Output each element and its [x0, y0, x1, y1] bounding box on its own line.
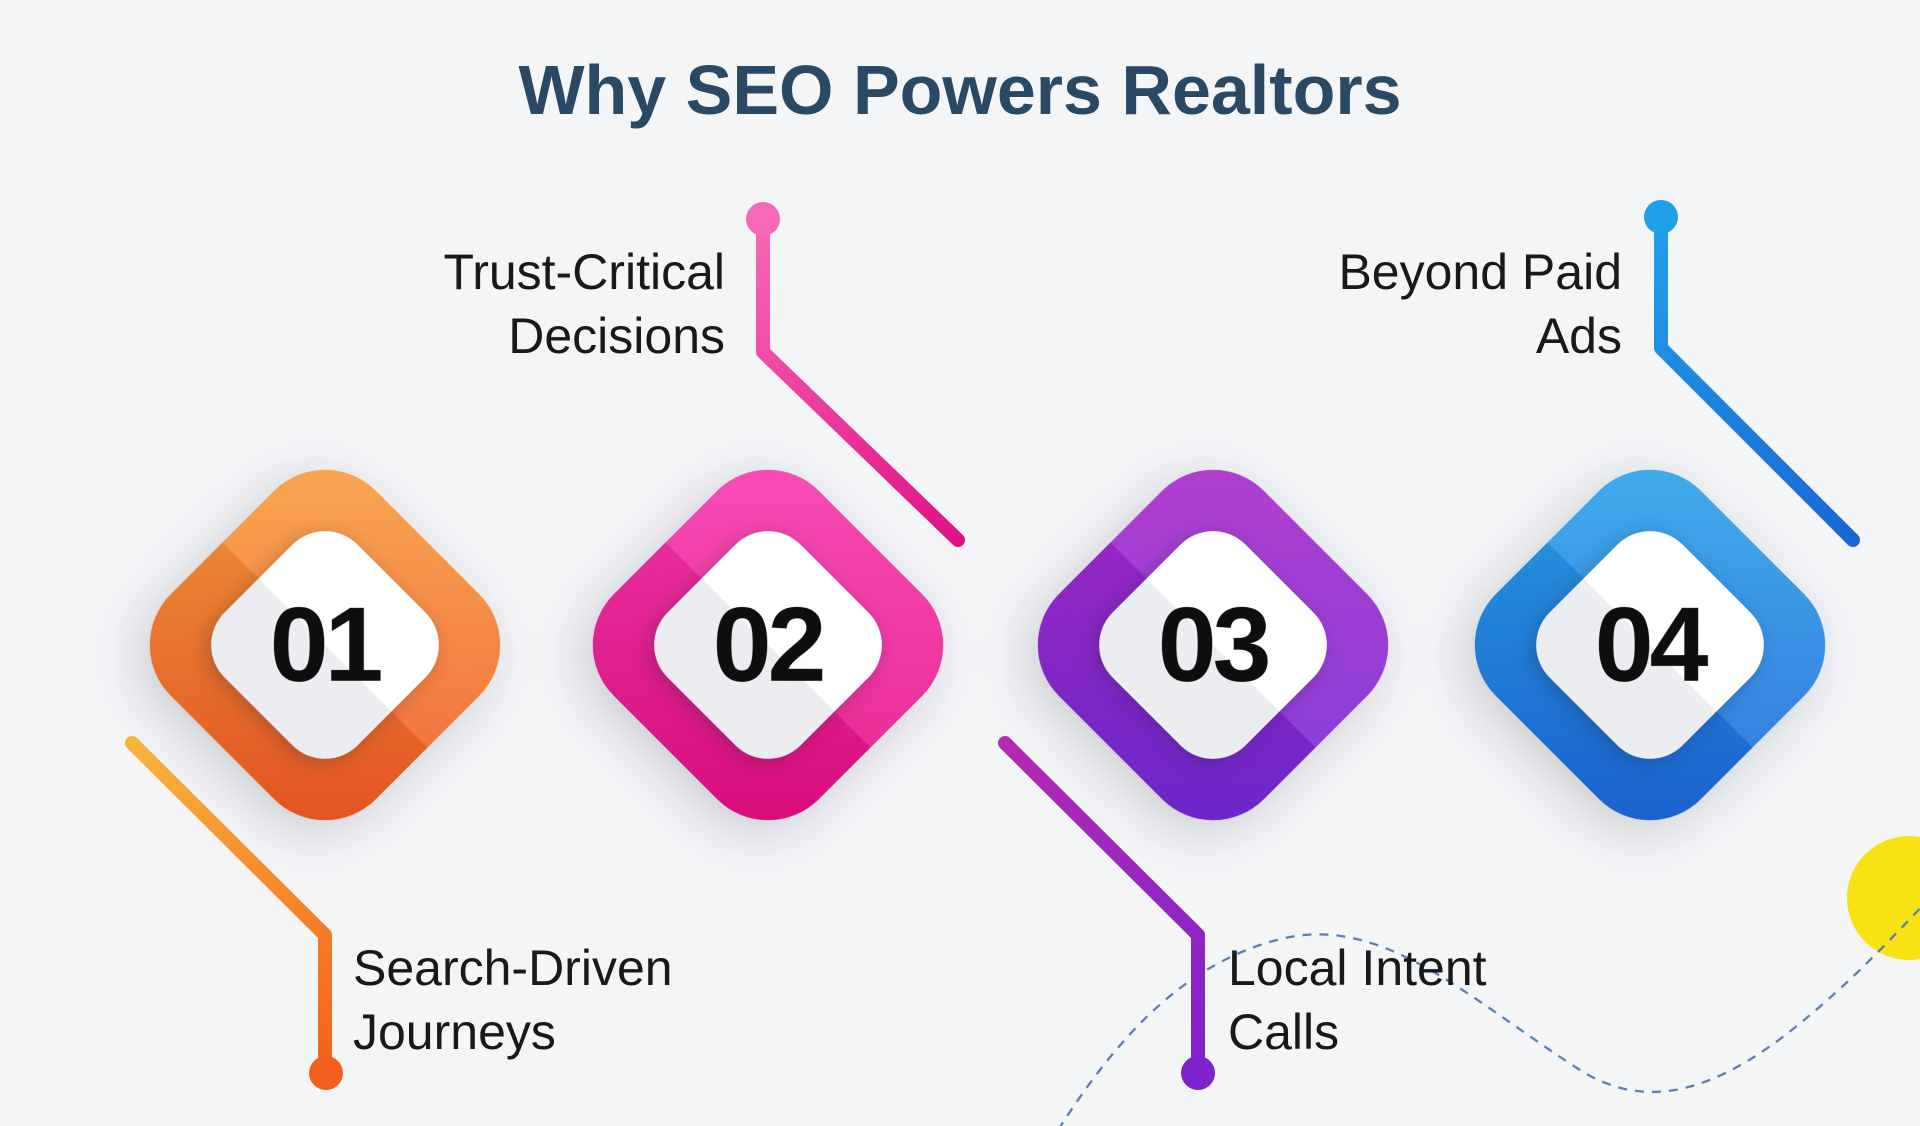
step-03-label-line2: Calls	[1228, 1004, 1340, 1060]
step-03-connector-dot	[1181, 1056, 1215, 1090]
step-01-label-line1: Search-Driven	[353, 940, 673, 996]
step-04-diamond-inner: 04	[1517, 512, 1783, 778]
step-03-connector-line	[998, 736, 1205, 1063]
step-03-label: Local Intent Calls	[1228, 936, 1487, 1064]
step-02-connector-dot	[746, 202, 780, 236]
yellow-accent-circle	[1847, 836, 1920, 960]
step-02-label: Trust-Critical Decisions	[444, 240, 725, 368]
step-04-connector-line	[1654, 227, 1860, 547]
step-03-label-line1: Local Intent	[1228, 940, 1487, 996]
step-04-connector-dot	[1644, 200, 1678, 234]
step-04-label: Beyond Paid Ads	[1338, 240, 1622, 368]
step-01-diamond-inner: 01	[192, 512, 458, 778]
step-01-label-line2: Journeys	[353, 1004, 556, 1060]
step-02-label-line1: Trust-Critical	[443, 244, 725, 300]
page-title: Why SEO Powers Realtors	[518, 51, 1402, 129]
step-04-number: 04	[1595, 585, 1705, 704]
step-04-label-line2: Ads	[1535, 308, 1622, 364]
step-02-connector-line	[756, 229, 965, 547]
step-03-number: 03	[1158, 585, 1268, 704]
dashed-curve	[1059, 906, 1920, 1126]
step-02-label-line2: Decisions	[508, 308, 725, 364]
step-01-connector-line	[125, 736, 332, 1063]
step-02-number: 02	[713, 585, 823, 704]
step-02-diamond-inner: 02	[635, 512, 901, 778]
step-03-diamond-inner: 03	[1080, 512, 1346, 778]
step-01-connector-dot	[309, 1056, 343, 1090]
step-01-number: 01	[270, 585, 380, 704]
step-01-label: Search-Driven Journeys	[353, 936, 673, 1064]
step-04-label-line1: Beyond Paid	[1338, 244, 1622, 300]
